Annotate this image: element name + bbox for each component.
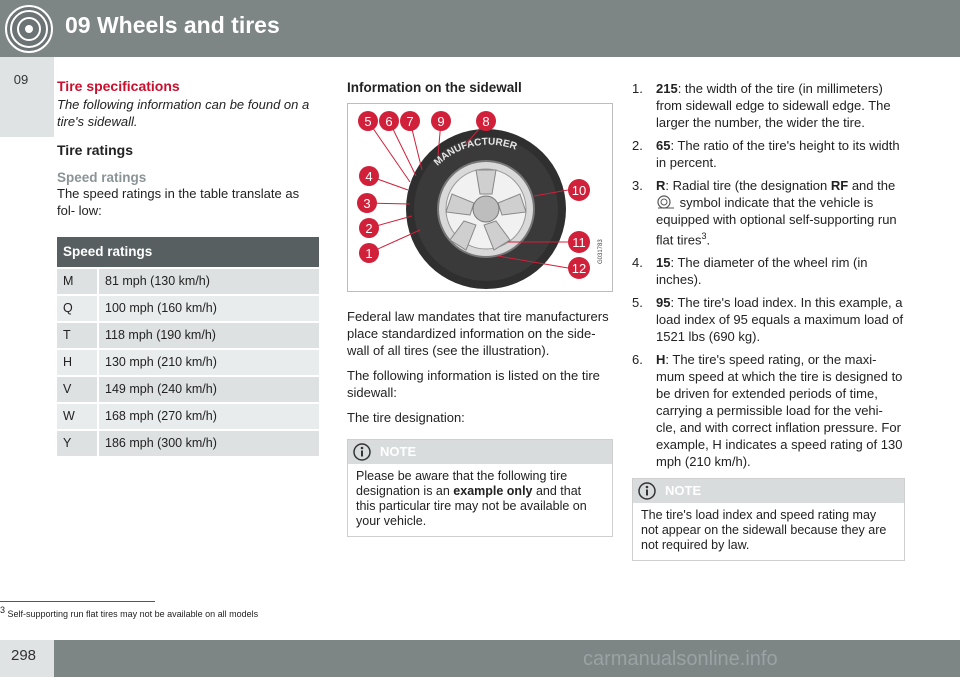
list-item: 2.65: The ratio of the tire's height to …	[632, 138, 900, 170]
note-label: NOTE	[380, 444, 417, 459]
speed-code: V	[57, 377, 99, 402]
note-header: NOTE	[348, 440, 612, 464]
tire-illustration: MANUFACTURER 5 6 7	[357, 111, 604, 289]
wheel-hub	[472, 195, 500, 223]
tire-icon	[5, 5, 53, 53]
sidewall-heading: Information on the sidewall	[347, 80, 522, 95]
speed-value: 186 mph (300 km/h)	[99, 431, 319, 456]
chapter-tab	[0, 57, 54, 137]
callout-11: 11	[572, 235, 586, 250]
page-title: 09 Wheels and tires	[65, 12, 280, 38]
callout-8: 8	[482, 114, 489, 129]
callout-12: 12	[572, 261, 586, 276]
callout-10: 10	[572, 183, 586, 198]
info-icon	[353, 443, 371, 461]
list-item: 3.R: Radial tire (the designation RF and…	[632, 178, 897, 248]
paragraph-listed-info: The following information is listed on t…	[347, 368, 600, 400]
speed-value: 118 mph (190 km/h)	[99, 323, 319, 348]
speed-code: T	[57, 323, 99, 348]
note-box-load-index: NOTE The tire's load index and speed rat…	[632, 478, 905, 562]
speed-code: W	[57, 404, 99, 429]
callout-9: 9	[437, 114, 444, 129]
callout-7: 7	[406, 114, 413, 129]
speed-code: M	[57, 269, 99, 294]
intro-text: The following information can be found o…	[57, 97, 310, 129]
speed-code: Q	[57, 296, 99, 321]
speed-code: Y	[57, 431, 99, 456]
section-title: Tire specifications	[57, 78, 180, 94]
callout-5: 5	[364, 114, 371, 129]
paragraph-federal-law: Federal law mandates that tire manufactu…	[347, 309, 609, 358]
run-flat-tire-icon	[657, 195, 674, 209]
wheel-spokes	[445, 169, 527, 251]
list-item: 6.H: The tire's speed rating, or the max…	[632, 352, 903, 470]
note-body: Please be aware that the following tire …	[356, 469, 587, 528]
footnote-divider	[0, 601, 155, 602]
table-header: Speed ratings	[57, 237, 319, 267]
note-header: NOTE	[633, 479, 904, 504]
page-number: 298	[11, 647, 37, 664]
figure-code: G031783	[598, 239, 604, 264]
list-item: 1.215: the width of the tire (in millime…	[632, 81, 891, 130]
page-footer	[0, 640, 960, 677]
speed-value: 100 mph (160 km/h)	[99, 296, 319, 321]
page-header: 09 Wheels and tires	[0, 0, 960, 57]
speed-value: 81 mph (130 km/h)	[99, 269, 319, 294]
paragraph-tire-designation: The tire designation:	[347, 410, 465, 425]
note-body: The tire's load index and speed rating m…	[641, 508, 887, 553]
callout-1: 1	[365, 246, 372, 261]
callout-markers: 5 6 7 9 8 4 3 2 1 10 11 12	[357, 111, 590, 279]
speed-value: 130 mph (210 km/h)	[99, 350, 319, 375]
speed-code: H	[57, 350, 99, 375]
column-sidewall-info: Information on the sidewall MANUFACTURER	[347, 80, 613, 537]
watermark: carmanualsonline.info	[583, 648, 778, 670]
info-icon	[638, 482, 656, 501]
callout-6: 6	[385, 114, 392, 129]
list-item: 4.15: The diameter of the wheel rim (in …	[632, 255, 868, 288]
callout-4: 4	[365, 169, 372, 184]
tire-ratings-heading: Tire ratings	[57, 142, 133, 158]
chapter-tab-label: 09	[13, 72, 29, 87]
designation-list: 1.215: the width of the tire (in millime…	[632, 80, 905, 470]
callout-3: 3	[363, 196, 370, 211]
note-box-example: NOTE Please be aware that the following …	[347, 439, 613, 537]
speed-value: 168 mph (270 km/h)	[99, 404, 319, 429]
speed-ratings-text: The speed ratings in the table translate…	[57, 186, 300, 218]
footnote: 3 Self-supporting run flat tires may not…	[0, 605, 259, 619]
page-number-tab	[0, 640, 54, 677]
tire-sidewall-figure: MANUFACTURER 5 6 7	[347, 103, 613, 292]
callout-2: 2	[365, 221, 372, 236]
speed-value: 149 mph (240 km/h)	[99, 377, 319, 402]
speed-ratings-heading: Speed ratings	[57, 170, 147, 185]
column-designation-list: 1.215: the width of the tire (in millime…	[632, 80, 905, 562]
column-tire-specifications: Tire specifications The following inform…	[57, 78, 319, 458]
note-label: NOTE	[665, 483, 702, 499]
list-item: 5.95: The tire's load index. In this exa…	[632, 295, 904, 345]
